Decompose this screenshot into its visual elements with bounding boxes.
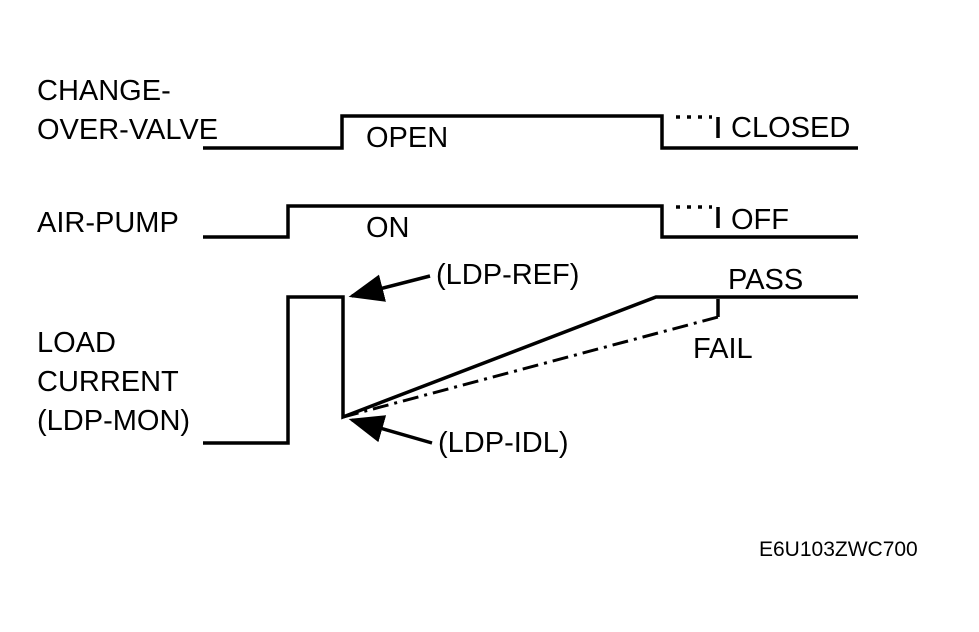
air-pump-label: AIR-PUMP [37, 207, 179, 239]
air-pump-signal: AIR-PUMP ON OFF [37, 204, 858, 244]
ldp-ref-arrow [348, 274, 431, 302]
load-current-label-line1: LOAD [37, 327, 116, 359]
load-current-signal: LOAD CURRENT (LDP-MON) (LDP-REF) (LDP-ID… [37, 259, 858, 459]
ldp-idl-label: (LDP-IDL) [438, 427, 569, 459]
ldp-ref-label: (LDP-REF) [436, 259, 579, 291]
change-over-valve-signal: CHANGE- OVER-VALVE OPEN CLOSED [37, 75, 858, 154]
change-over-valve-waveform [203, 114, 858, 150]
load-current-fail-curve [342, 315, 719, 419]
change-over-valve-label-line2: OVER-VALVE [37, 114, 218, 146]
ldp-idl-arrow [348, 415, 433, 445]
pass-label: PASS [728, 264, 803, 296]
change-over-valve-closed-label: CLOSED [731, 112, 850, 144]
load-current-label-line2: CURRENT [37, 366, 179, 398]
air-pump-waveform [203, 204, 858, 239]
change-over-valve-label-line1: CHANGE- [37, 75, 171, 107]
load-current-waveform [203, 295, 858, 445]
load-current-label-line3: (LDP-MON) [37, 405, 190, 437]
air-pump-on-label: ON [366, 212, 410, 244]
fail-label: FAIL [693, 333, 753, 365]
air-pump-off-label: OFF [731, 204, 789, 236]
change-over-valve-open-label: OPEN [366, 122, 448, 154]
figure-code: E6U103ZWC700 [759, 538, 918, 561]
